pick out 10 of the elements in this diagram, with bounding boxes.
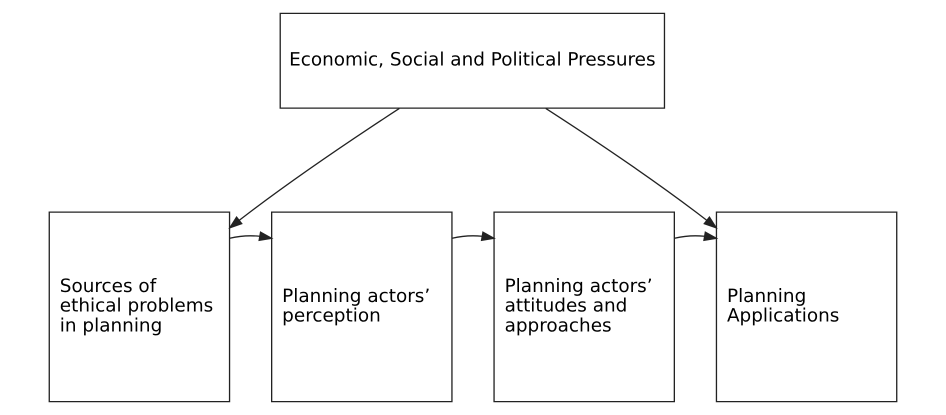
node-box: Planning actors’ attitudes and approaches: [493, 211, 675, 402]
node-box: Sources of ethical problems in planning: [48, 211, 230, 402]
arrow: [545, 108, 718, 229]
arrow: [230, 231, 274, 242]
arrow: [452, 231, 496, 242]
node-box: Planning Applications: [716, 211, 898, 402]
arrow: [228, 108, 400, 229]
arrow: [674, 231, 718, 242]
node-box: Economic, Social and Political Pressures: [280, 12, 666, 109]
node-box: Planning actors’ perception: [271, 211, 453, 402]
